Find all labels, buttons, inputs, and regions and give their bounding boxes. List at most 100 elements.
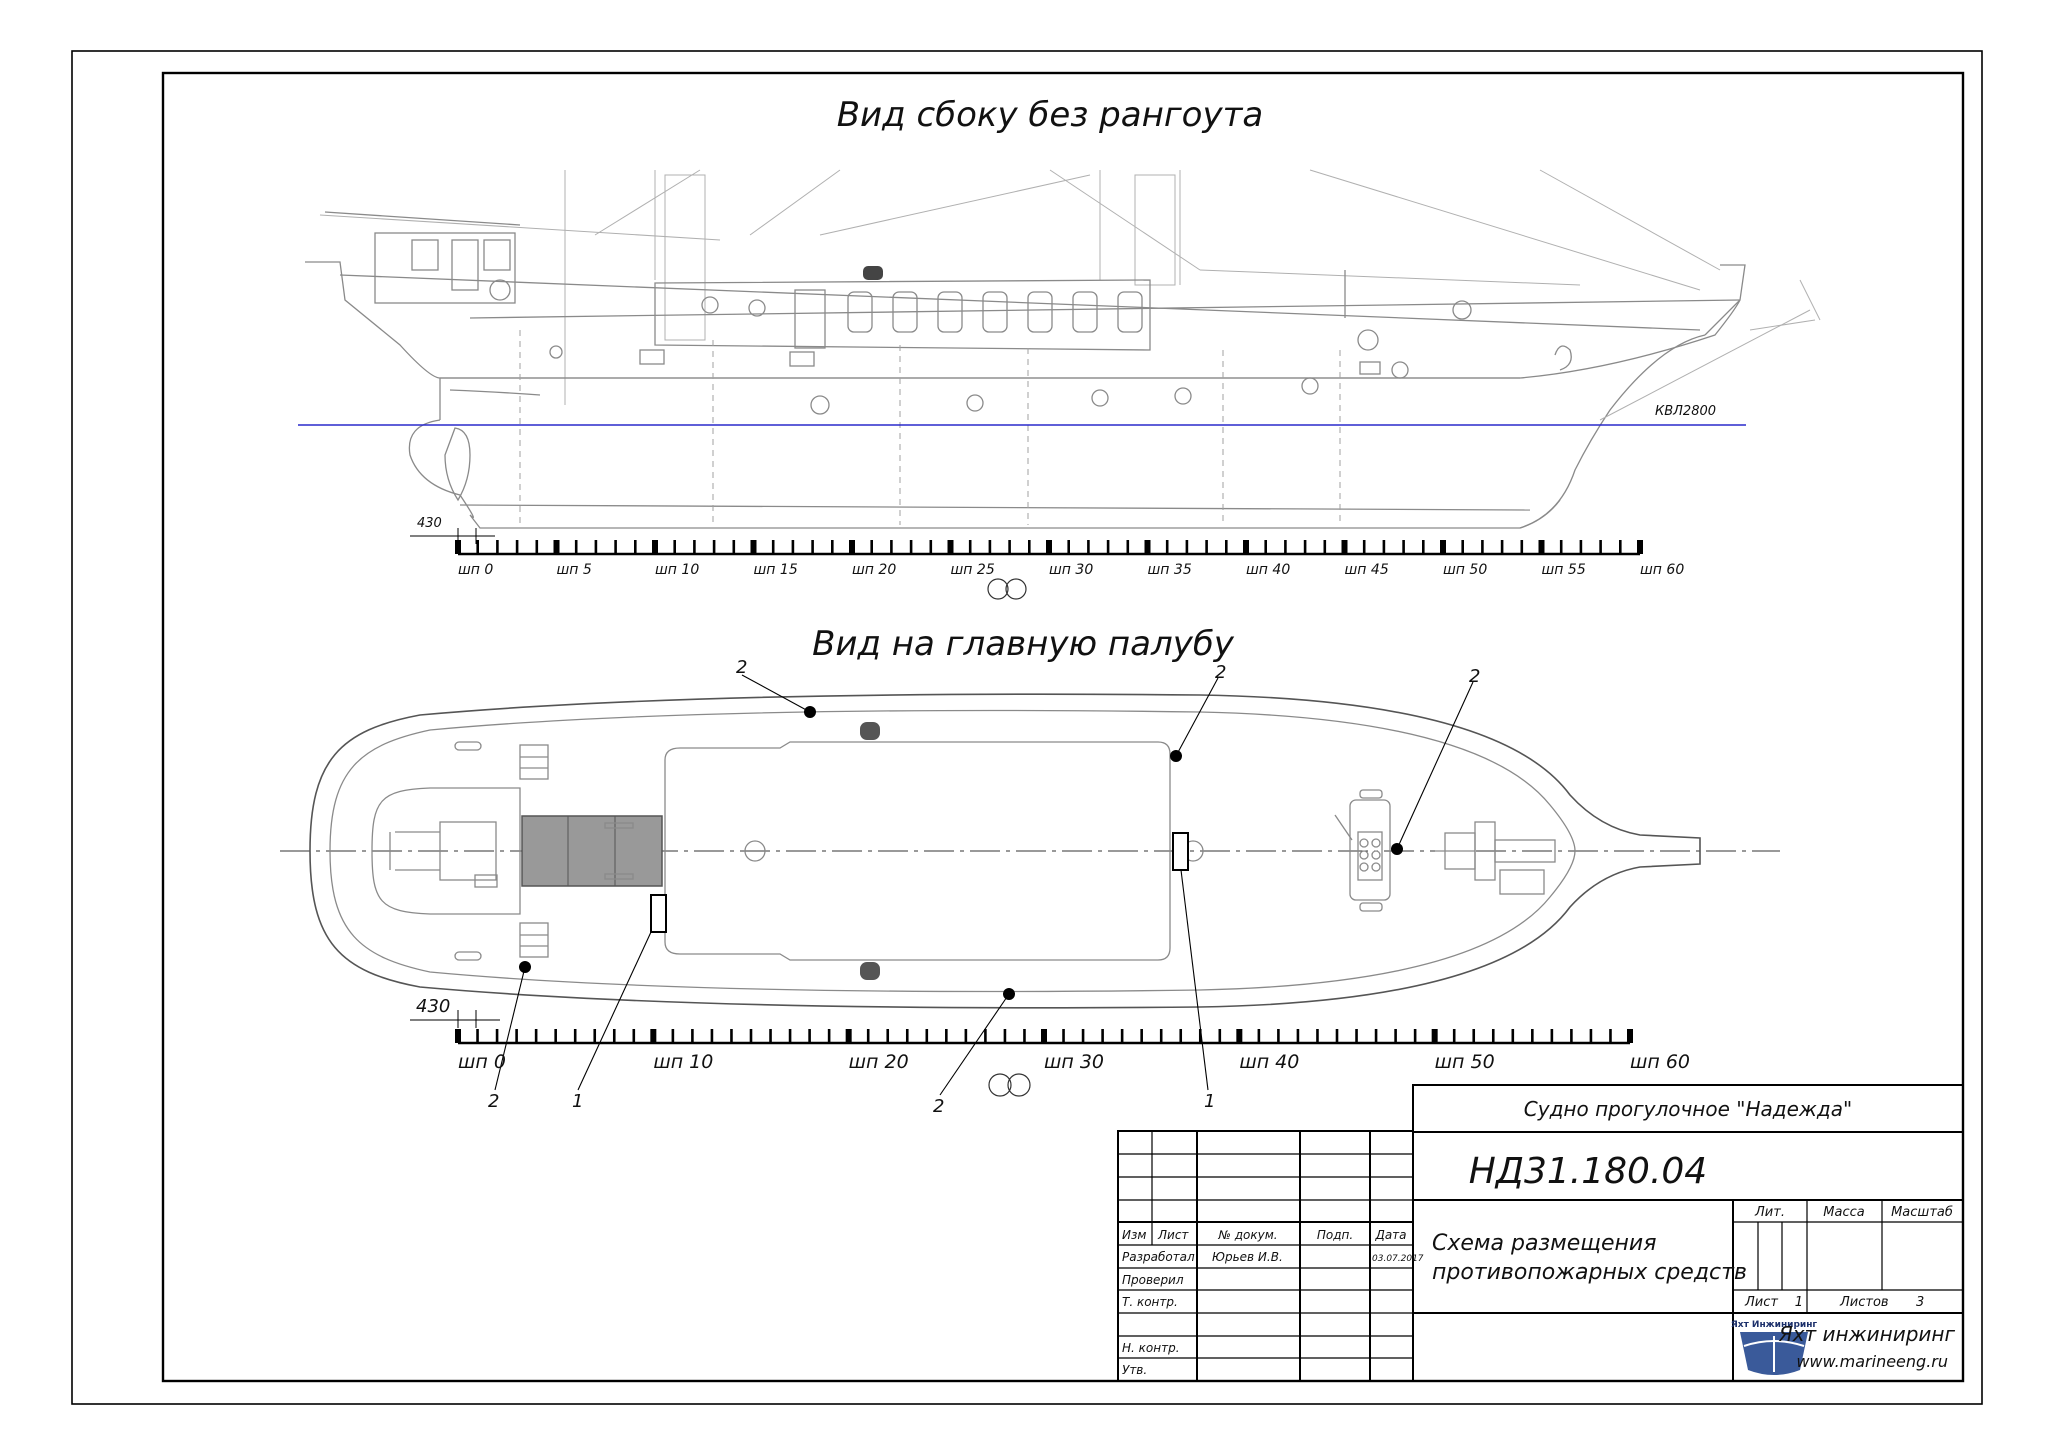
scale-tick — [831, 540, 834, 554]
symmetry-symbol — [987, 578, 1027, 600]
scale-tick — [929, 540, 933, 554]
scale-tick — [634, 540, 637, 554]
scale-tick — [495, 1029, 499, 1043]
scale-tick — [905, 1029, 909, 1043]
scale-tick — [612, 1029, 616, 1043]
scale-tick — [866, 1029, 870, 1043]
scale-tick — [964, 1029, 968, 1043]
scale-tick — [614, 540, 617, 554]
scale-tick — [1008, 540, 1011, 554]
scale-tick — [476, 1029, 479, 1043]
scale-label: шп 10 — [653, 1051, 713, 1073]
scale-tick — [791, 540, 795, 554]
fire-box-marker — [1172, 832, 1189, 871]
header-signature: Подп. — [1317, 1228, 1353, 1242]
row-tcontrol: Т. контр. — [1122, 1295, 1178, 1309]
scale-tick — [808, 1029, 811, 1043]
scale-label: шп 60 — [1630, 1051, 1690, 1073]
scale-major-tick — [650, 1029, 657, 1043]
scale-major-tick — [1637, 540, 1643, 554]
scale-label: шп 30 — [1049, 562, 1093, 578]
row-developed: Разработал — [1122, 1250, 1195, 1264]
scale-tick — [515, 1029, 518, 1043]
deck-view-drawing — [280, 693, 1780, 1009]
callout-label: 2 — [1215, 662, 1226, 683]
scale-major-tick — [1431, 1029, 1438, 1043]
logo-text: Яхт Инжиниринг — [1731, 1320, 1818, 1330]
scale-major-tick — [1627, 1029, 1633, 1043]
header-mass: Масса — [1823, 1205, 1864, 1220]
scale-tick — [1589, 1029, 1593, 1043]
scale-tick — [1355, 1029, 1358, 1043]
scale-tick — [1179, 1029, 1183, 1043]
scale-label: шп 45 — [1345, 562, 1389, 578]
callout-label: 1 — [572, 1091, 583, 1112]
scale-tick — [925, 1029, 929, 1043]
outer-frame — [71, 50, 1983, 1405]
scale-label: шп 20 — [849, 1051, 909, 1073]
scale-tick — [1500, 540, 1504, 554]
scale-tick — [1126, 540, 1130, 554]
scale-label: шп 60 — [1640, 562, 1684, 578]
scale-tick — [1531, 1029, 1534, 1043]
sheets-label: Листов — [1839, 1295, 1889, 1310]
scale-label: шп 35 — [1148, 562, 1192, 578]
scale-tick — [693, 540, 696, 554]
scale-tick — [1277, 1029, 1280, 1043]
scale-label: шп 0 — [458, 562, 493, 578]
callout-label: 1 — [1204, 1091, 1215, 1112]
scale-tick — [1570, 1029, 1573, 1043]
scale-label: шп 30 — [1044, 1051, 1104, 1073]
scale-tick — [945, 1029, 948, 1043]
scale-tick — [1165, 540, 1169, 554]
document-number: НД31.180.04 — [1469, 1151, 1707, 1192]
scale-label: шп 25 — [951, 562, 995, 578]
scale-tick — [1394, 1029, 1397, 1043]
company-website: www.marineeng.ru — [1796, 1352, 1948, 1371]
develop-date: 03.07.2017 — [1372, 1254, 1424, 1264]
scale-major-tick — [553, 540, 560, 554]
scale-label: шп 15 — [754, 562, 798, 578]
scale-tick — [769, 1029, 772, 1043]
row-checked: Проверил — [1122, 1273, 1184, 1287]
scale-tick — [1382, 540, 1386, 554]
callout-label: 2 — [933, 1096, 944, 1117]
scale-tick — [1218, 1029, 1222, 1043]
scale-label: шп 5 — [557, 562, 592, 578]
scale-tick — [1003, 1029, 1007, 1043]
scale-tick — [988, 540, 992, 554]
side-offset-label: 430 — [417, 516, 442, 531]
scale-major-tick — [1236, 1029, 1243, 1043]
scale-label: шп 10 — [655, 562, 699, 578]
scale-tick — [771, 540, 775, 554]
scale-tick — [1335, 1029, 1339, 1043]
scale-tick — [1559, 540, 1563, 554]
scale-tick — [574, 540, 578, 554]
scale-tick — [1452, 1029, 1456, 1043]
company-name: Яхт инжиниринг — [1778, 1322, 1956, 1346]
scale-tick — [1257, 1029, 1261, 1043]
scale-tick — [1550, 1029, 1554, 1043]
scale-tick — [1284, 540, 1287, 554]
sheet-value: 1 — [1795, 1295, 1803, 1310]
scale-tick — [573, 1029, 577, 1043]
scale-tick — [1101, 1029, 1104, 1043]
scale-tick — [1362, 540, 1366, 554]
scale-major-tick — [455, 1029, 461, 1043]
scale-tick — [1402, 540, 1405, 554]
callout-label: 2 — [1469, 666, 1480, 687]
sheet-label: Лист — [1744, 1295, 1778, 1310]
scale-label: шп 40 — [1239, 1051, 1299, 1073]
scale-tick — [535, 540, 539, 554]
scale-major-tick — [1341, 540, 1348, 554]
scale-tick — [1062, 1029, 1065, 1043]
scale-tick — [1023, 1029, 1026, 1043]
scale-label: шп 50 — [1435, 1051, 1495, 1073]
symmetry-symbol — [988, 1073, 1031, 1097]
scale-tick — [1264, 540, 1267, 554]
scale-tick — [1081, 1029, 1085, 1043]
scale-label: шп 55 — [1542, 562, 1586, 578]
scale-tick — [496, 540, 499, 554]
scale-tick — [1422, 540, 1425, 554]
scale-tick — [1609, 1029, 1612, 1043]
